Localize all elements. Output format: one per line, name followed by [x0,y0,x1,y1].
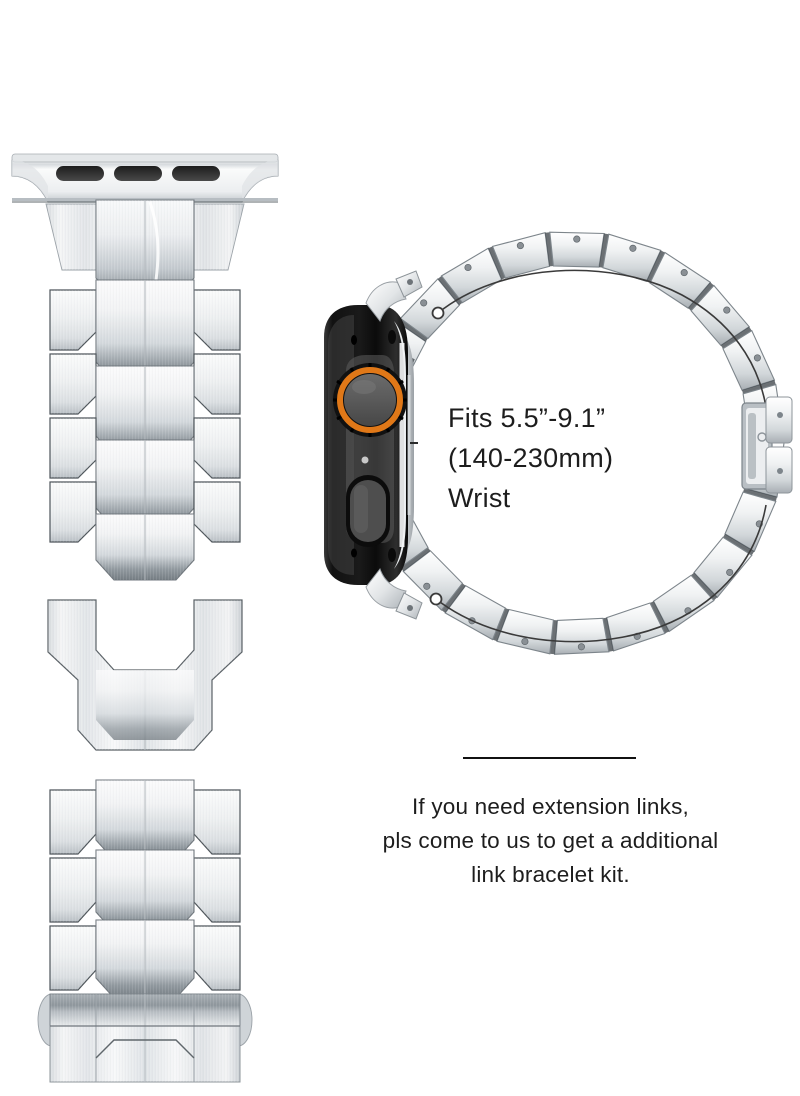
loop-link [554,617,610,655]
crown-center [344,374,396,426]
butterfly-clasp [37,993,253,1083]
measurement-endpoint-top [431,306,445,320]
bracelet-link-row [49,481,241,543]
bracelet-link-row [49,849,241,933]
loop-link-gap [599,233,609,268]
link-screw-icon [516,242,524,250]
bracelet-link-stack-lower [49,779,241,999]
watch-band-lug-bottom [365,567,423,620]
watch-band-lug-top [365,270,423,323]
link-screw-icon [753,354,761,362]
loop-link-gap [720,326,752,349]
link-screw-icon [464,263,472,272]
bracelet-link-row [49,417,241,529]
link-screw-icon [573,235,581,243]
loop-link-gap [549,620,558,655]
loop-link-gap [688,282,714,311]
watch-lug-connector-bar [11,153,279,203]
section-divider [463,757,636,759]
crown-orange-ring [337,367,403,433]
loop-link-gap [488,246,506,280]
loop-link-gap [400,547,431,572]
fit-line-3: Wrist [448,483,511,513]
wrist-fit-callout: Fits 5.5”-9.1” (140-230mm) Wrist [448,398,708,518]
loop-link-gap [691,572,718,601]
link-screw-icon [726,568,734,576]
fit-line-2: (140-230mm) [448,443,614,473]
note-line-2: pls come to us to get a additional [382,828,719,853]
loop-link-gap [437,275,463,306]
link-screw-icon [680,269,688,277]
note-line-3: link bracelet kit. [471,862,630,887]
wrist-measurement-arc-bottom [429,504,767,643]
side-button[interactable] [346,475,390,547]
loop-link [399,278,461,340]
digital-crown[interactable] [333,363,407,437]
lug-slot [172,166,220,181]
loop-link [649,251,712,309]
loop-link-gap [441,583,466,613]
loop-link [693,536,753,599]
fit-line-1: Fits 5.5”-9.1” [448,403,606,433]
loop-link [549,231,605,268]
link-screw-icon [723,306,731,314]
link-bracelet-flat-view [11,153,279,1083]
bracelet-link-row [49,279,241,383]
lug-slot-group [56,166,220,181]
lug-slot [56,166,104,181]
loop-link-gap [723,533,755,556]
loop-link-gap [743,488,777,502]
loop-link-gap [602,617,614,652]
bracelet-link-row [49,919,241,999]
loop-link-gap [397,318,428,342]
loop-link [606,602,666,652]
loop-link-gap [742,380,776,394]
link-screw-icon [577,643,585,651]
bracelet-link-row [95,199,195,299]
bracelet-link-row [49,353,241,457]
loop-link [690,284,751,347]
detached-center-link [95,513,195,581]
loop-link-gap [545,232,554,267]
measurement-endpoint-bottom [429,592,443,606]
link-screw-icon [521,637,529,646]
note-line-1: If you need extension links, [411,794,690,819]
wrist-measurement-arc-top [431,269,767,408]
link-screw-icon [423,582,431,590]
bracelet-link-row [49,779,241,861]
wrist-fit-illustration [324,231,793,655]
extension-links-note: If you need extension links, pls come to… [318,790,783,892]
lug-slot [114,166,162,181]
loop-link-gap [492,608,509,642]
loop-link-gap [646,250,665,283]
link-screw-icon [420,299,428,307]
detached-v-link [47,599,243,751]
loop-link [652,574,715,633]
apple-watch-ultra-case [324,270,423,620]
deployment-clasp-on-loop[interactable] [741,396,793,494]
bracelet-link-stack [49,279,241,581]
link-screw-icon [629,244,637,252]
